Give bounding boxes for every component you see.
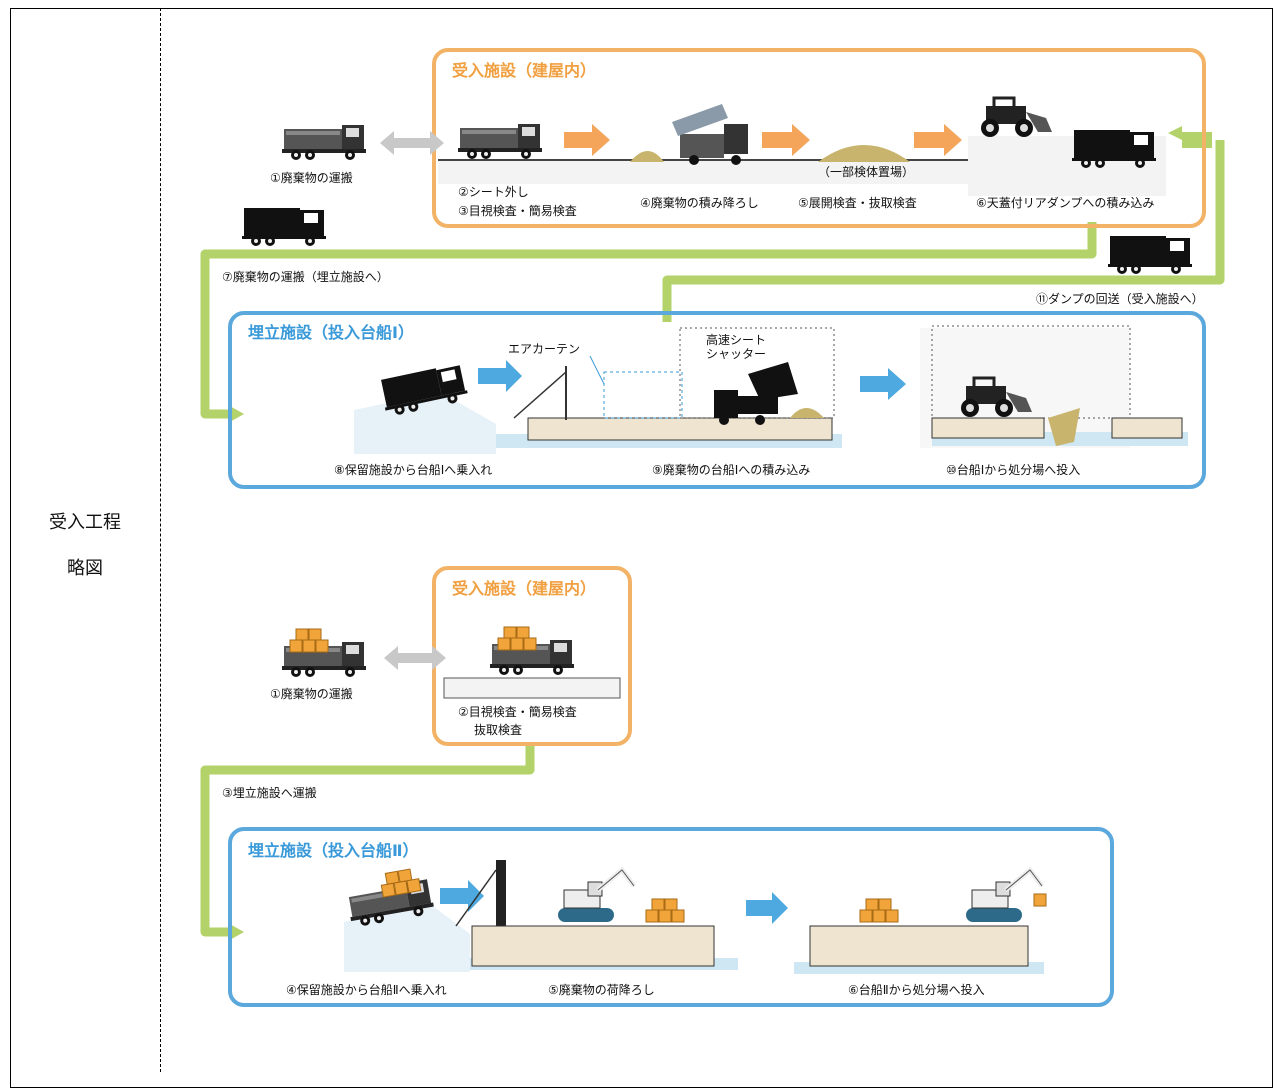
- shutter-label-line2: シャッター: [706, 347, 766, 361]
- route-arrowhead: [1168, 126, 1212, 148]
- floor: [438, 160, 968, 184]
- wheel-loader-icon: [979, 96, 1054, 139]
- caption2-step5: ⑤廃棄物の荷降ろし: [548, 982, 655, 997]
- air-curtain-label: エアカーテン: [508, 342, 580, 356]
- waste-pile-icon: [790, 408, 824, 418]
- excavator-icon: [966, 870, 1042, 922]
- landfill-facility-title: 埋立施設（投入台船Ⅰ）: [248, 323, 414, 342]
- caption2-step4: ④保留施設から台船Ⅱへ乗入れ: [286, 982, 447, 997]
- caption-step8: ⑧保留施設から台船Ⅰへ乗入れ: [334, 462, 492, 477]
- transport-route-1: [200, 140, 1225, 419]
- row-label-line2: 略図: [67, 558, 103, 579]
- drums-icon: [859, 898, 899, 923]
- covered-dump-truck-icon: [1108, 236, 1192, 274]
- dump-truck-icon: [282, 125, 366, 160]
- barge-2: [471, 925, 715, 967]
- transport-route-2: [200, 742, 535, 937]
- lifted-drum-icon: [1033, 893, 1047, 907]
- caption2-step2-line2: 抜取検査: [474, 723, 522, 737]
- air-curtain: [603, 371, 683, 419]
- caption-step10: ⑩台船Ⅰから処分場へ投入: [946, 462, 1080, 477]
- air-curtain-pointer: [589, 355, 605, 385]
- row-label: 受入工程 略図: [12, 500, 158, 592]
- landfill-facility-title-2: 埋立施設（投入台船Ⅱ）: [248, 841, 419, 860]
- caption2-step3: ③埋立施設へ運搬: [222, 785, 317, 800]
- waste-pile-icon: [630, 151, 664, 162]
- drums-icon: [645, 898, 685, 923]
- caption-step6: ⑥天蓋付リアダンプへの積み込み: [976, 195, 1154, 210]
- drums-icon: [289, 628, 329, 653]
- gate-cable: [513, 371, 567, 419]
- tipping-covered-truck-icon: [714, 362, 798, 425]
- row-label-line1: 受入工程: [49, 512, 121, 533]
- blue-arrow-icon: [860, 368, 906, 400]
- inspection-floor: [443, 677, 621, 699]
- two-way-arrow-icon: [384, 646, 446, 670]
- barge-1: [527, 417, 833, 441]
- landfill-facility-frame: [228, 311, 1206, 489]
- falling-waste: [1048, 408, 1080, 446]
- waste-pile-icon: [818, 145, 910, 162]
- caption2-step1: ①廃棄物の運搬: [270, 686, 353, 701]
- barge-2-dump: [809, 925, 1029, 967]
- caption-step4: ④廃棄物の積み降ろし: [640, 195, 759, 210]
- excavator-icon: [558, 870, 634, 922]
- drums-icon: [497, 626, 537, 651]
- covered-dump-truck-icon: [242, 208, 326, 246]
- caption2-step2-line1: ②目視検査・簡易検査: [458, 704, 577, 719]
- gate-cable: [455, 869, 497, 927]
- column-divider: [160, 8, 161, 1072]
- barge-1-open: [931, 417, 1045, 439]
- caption-step1: ①廃棄物の運搬: [270, 170, 353, 185]
- receiving-facility-title-2: 受入施設（建屋内）: [452, 579, 596, 598]
- dump-truck-icon: [458, 124, 542, 159]
- caption-step11: ⑪ダンプの回送（受入施設へ）: [1036, 291, 1204, 306]
- barge-1-open: [1111, 417, 1183, 439]
- orange-arrow-icon: [762, 124, 810, 156]
- shutter-label-line1: 高速シート: [706, 332, 766, 347]
- gate-post: [496, 860, 506, 926]
- two-way-arrow-icon: [380, 131, 444, 155]
- orange-arrow-icon: [914, 124, 962, 156]
- blue-arrow-icon: [746, 892, 788, 924]
- caption-step5: ⑤展開検査・抜取検査: [798, 196, 917, 210]
- caption-step3: ③目視検査・簡易検査: [458, 203, 577, 218]
- blue-arrow-icon: [440, 880, 484, 912]
- caption-step9: ⑨廃棄物の台船Ⅰへの積み込み: [652, 462, 810, 477]
- tipping-truck-icon: [672, 104, 748, 165]
- blue-arrow-icon: [478, 360, 522, 392]
- orange-arrow-icon: [564, 124, 610, 156]
- caption-step7: ⑦廃棄物の運搬（埋立施設へ）: [222, 269, 389, 284]
- caption2-step6: ⑥台船Ⅱから処分場へ投入: [848, 982, 985, 997]
- receiving-facility-title: 受入施設（建屋内）: [452, 61, 596, 80]
- caption-step2: ②シート外し: [458, 185, 529, 199]
- landfill-facility-frame-2: [228, 827, 1114, 1007]
- caption-step5-note: （一部検体置場）: [818, 164, 914, 179]
